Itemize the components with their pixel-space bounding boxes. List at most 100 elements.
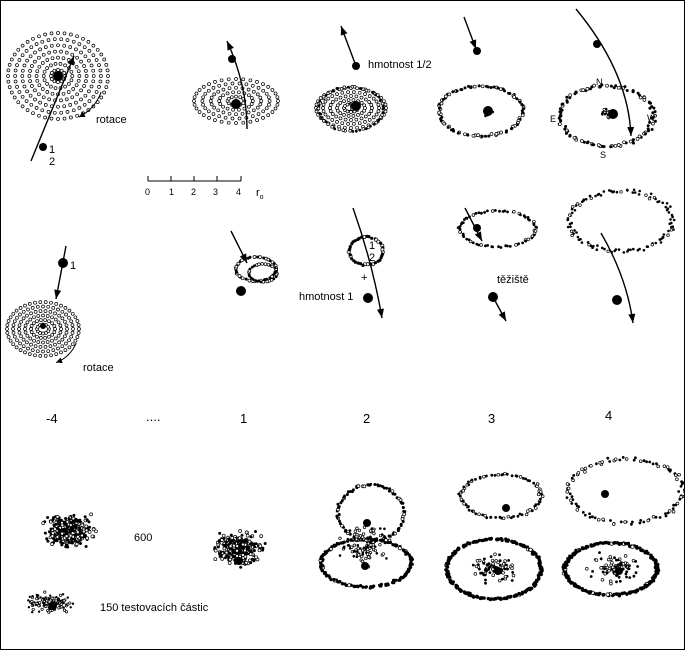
particle <box>69 526 73 530</box>
central-mass-row3-t4a <box>601 490 609 498</box>
particle <box>508 245 512 248</box>
particle <box>508 92 512 95</box>
particle <box>41 95 46 100</box>
particle <box>65 38 70 42</box>
particle <box>23 327 27 331</box>
particle <box>249 276 253 280</box>
particle <box>76 323 81 327</box>
particle <box>52 79 57 84</box>
particle <box>265 279 269 284</box>
particle <box>514 243 518 247</box>
particle <box>21 309 26 314</box>
particle <box>616 85 621 90</box>
particle <box>65 110 70 114</box>
time-label-minus4: -4 <box>46 411 58 426</box>
particle <box>12 334 17 339</box>
particle <box>222 546 227 551</box>
particle <box>631 590 635 594</box>
particle <box>614 248 618 251</box>
particle <box>351 488 355 492</box>
particle <box>235 548 239 553</box>
particle <box>354 550 357 553</box>
particle <box>669 205 672 208</box>
particle <box>671 507 675 510</box>
particle <box>489 132 494 136</box>
particle <box>244 538 248 542</box>
particle <box>574 502 578 506</box>
particle <box>234 94 238 99</box>
particle <box>49 77 54 81</box>
particle <box>6 319 11 323</box>
particle <box>11 327 15 331</box>
particle <box>656 464 660 469</box>
particle <box>496 537 501 541</box>
particle <box>559 114 563 118</box>
particle <box>366 547 370 552</box>
particle <box>330 112 335 116</box>
particle <box>383 109 388 114</box>
particle <box>580 139 584 143</box>
particle <box>653 113 657 118</box>
particle <box>589 464 593 468</box>
particle <box>48 344 53 348</box>
particle <box>77 327 81 331</box>
particle <box>225 106 230 111</box>
particle <box>64 517 68 520</box>
particle <box>404 552 408 556</box>
particle <box>462 590 467 594</box>
particle <box>471 563 475 567</box>
particle <box>254 279 257 282</box>
particle <box>501 562 506 566</box>
particle <box>227 561 232 565</box>
particle <box>570 495 574 498</box>
particle <box>571 205 575 209</box>
particle <box>259 280 263 284</box>
particle <box>255 118 259 122</box>
particle <box>78 526 82 530</box>
particle <box>465 216 469 220</box>
particle <box>273 91 278 96</box>
particle <box>498 515 502 519</box>
particle <box>475 242 479 246</box>
particle <box>232 538 236 542</box>
particle <box>72 524 76 528</box>
particle <box>563 127 567 131</box>
particle <box>216 545 220 549</box>
particle <box>596 244 599 247</box>
trajectory-line <box>600 232 634 324</box>
particle <box>70 74 75 78</box>
particle <box>67 315 71 320</box>
particle <box>463 132 467 137</box>
particle <box>33 97 37 102</box>
particle <box>95 47 100 52</box>
particle <box>25 320 30 325</box>
particle <box>75 530 80 535</box>
particle <box>642 248 646 252</box>
particle <box>59 593 63 597</box>
particle <box>580 467 584 471</box>
particle <box>267 99 272 103</box>
particle <box>69 521 73 524</box>
particle <box>14 308 19 313</box>
particle <box>38 309 43 313</box>
particle <box>70 531 75 535</box>
particle <box>266 113 271 117</box>
mass-row2-t2 <box>363 293 373 303</box>
particle <box>486 209 489 213</box>
particle <box>87 520 91 524</box>
particle <box>651 121 655 126</box>
particle <box>317 104 321 108</box>
particle <box>370 236 374 240</box>
particle <box>20 94 25 99</box>
particle <box>526 237 531 242</box>
particle <box>15 338 19 343</box>
particle <box>574 91 578 94</box>
particle <box>524 477 528 481</box>
particle <box>484 581 487 585</box>
particle <box>197 110 202 114</box>
compass-west: W <box>647 113 656 123</box>
particle <box>505 472 509 476</box>
particle <box>73 338 78 343</box>
particle <box>504 244 508 248</box>
particle <box>369 482 373 486</box>
